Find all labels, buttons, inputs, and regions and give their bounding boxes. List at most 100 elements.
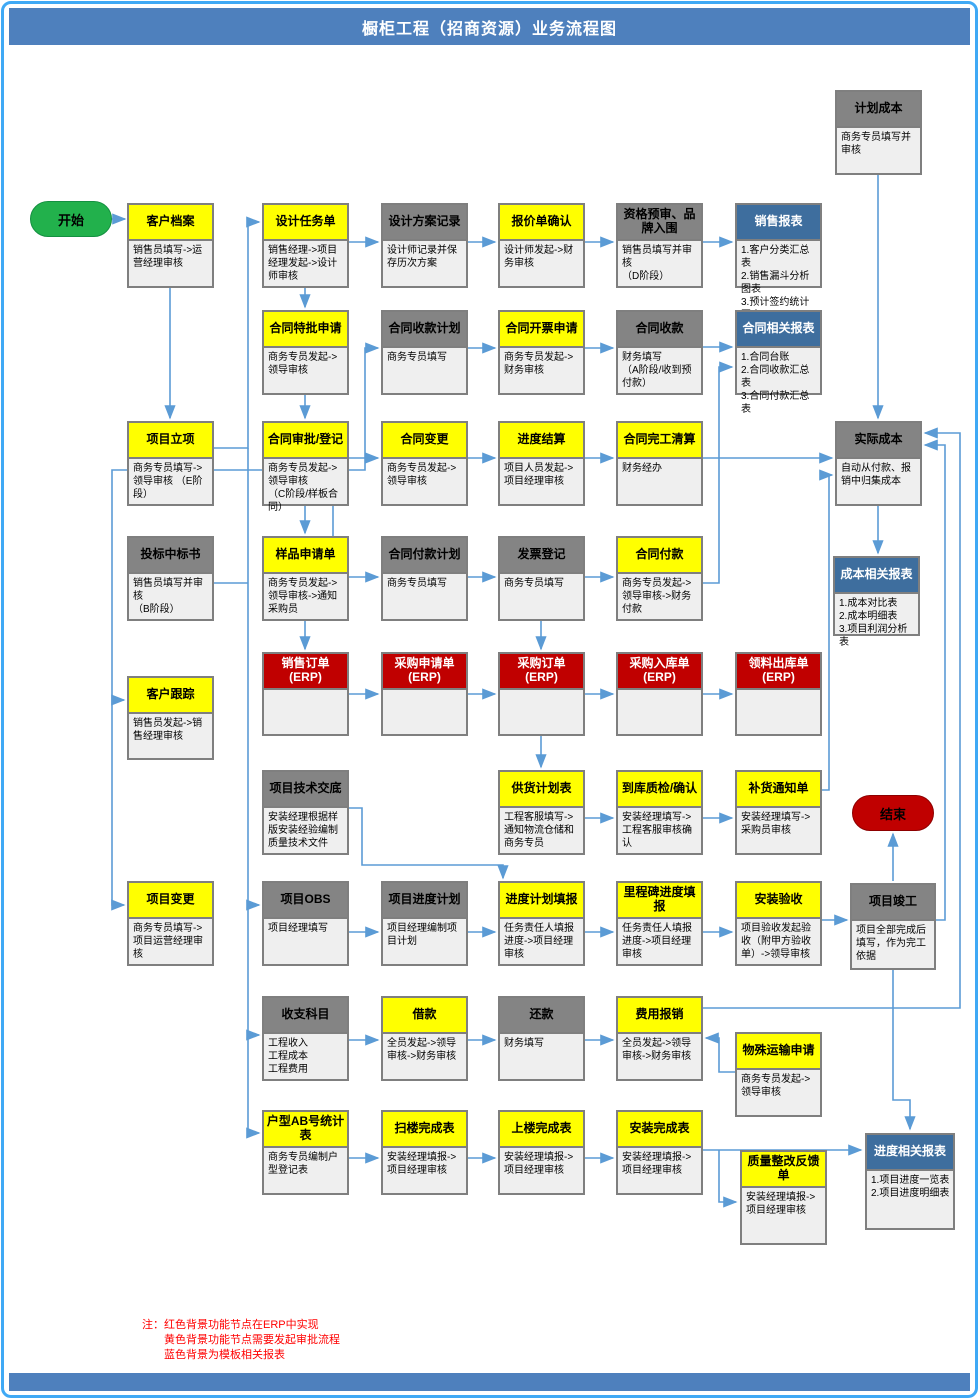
node-header: 合同变更	[383, 423, 466, 459]
node-quote-confirm: 报价单确认设计师发起->财务审核	[498, 203, 585, 288]
node-purchase-order-erp: 采购订单 (ERP)	[498, 652, 585, 736]
node-header: 扫楼完成表	[383, 1112, 466, 1148]
node-body: 商务专员填写并审核	[841, 132, 911, 156]
node-replenish-notice: 补货通知单安装经理填写->采购员审核	[735, 770, 822, 855]
node-body: 1.项目进度一览表 2.项目进度明细表	[871, 1175, 950, 1199]
node-body: 设计师发起->财务审核	[504, 245, 574, 269]
node-body: 财务经办	[622, 463, 662, 474]
node-contract-receipt-plan: 合同收款计划商务专员填写	[381, 310, 468, 395]
node-project-change: 项目变更商务专员填写->项目运营经理审核	[127, 881, 214, 966]
node-body: 商务专员发起->领导审核->通知采购员	[268, 578, 338, 615]
node-header: 样品申请单	[264, 538, 347, 574]
title-bar: 橱柜工程（招商资源）业务流程图	[9, 8, 970, 45]
node-contract-approval-register: 合同审批/登记商务专员发起->领导审核 （C阶段/样板合同）	[262, 421, 349, 513]
node-loan: 借款全员发起->领导审核->财务审核	[381, 996, 468, 1081]
node-header: 设计任务单	[264, 205, 347, 241]
node-body: 任务责任人填报进度->项目经理审核	[622, 923, 692, 960]
node-contract-payment-plan: 合同付款计划商务专员填写	[381, 536, 468, 621]
node-contract-receipt: 合同收款财务填写 （A阶段/收到预付款）	[616, 310, 703, 395]
legend-note-line: 红色背景功能节点在ERP中实现	[164, 1319, 319, 1331]
node-body: 安装经理填报->项目经理审核	[746, 1192, 816, 1216]
node-header: 项目技术交底	[264, 772, 347, 808]
node-body: 商务专员发起->领导审核 （C阶段/样板合同）	[268, 463, 338, 513]
node-header: 领料出库单 (ERP)	[737, 654, 820, 690]
node-header: 供货计划表	[500, 772, 583, 808]
node-upstairs-complete: 上楼完成表安装经理填报->项目经理审核	[498, 1110, 585, 1195]
node-body: 商务专员填写->项目运营经理审核	[133, 923, 203, 960]
node-progress-plan-report: 进度计划填报任务责任人填报进度->项目经理审核	[498, 881, 585, 966]
node-contract-invoice-apply: 合同开票申请商务专员发起->财务审核	[498, 310, 585, 395]
node-purchase-request-erp: 采购申请单 (ERP)	[381, 652, 468, 736]
node-customer-tracking: 客户跟踪销售员发起->销售经理审核	[127, 676, 214, 760]
node-body	[500, 690, 583, 734]
node-body: 任务责任人填报进度->项目经理审核	[504, 923, 574, 960]
node-body: 销售员填写并审核 （D阶段）	[622, 245, 692, 282]
node-prequalify-brand: 资格预审、品牌入围销售员填写并审核 （D阶段）	[616, 203, 703, 288]
node-header: 收支科目	[264, 998, 347, 1034]
node-body: 销售员填写->运营经理审核	[133, 245, 203, 269]
node-body: 安装经理根据样版安装经验编制质量技术文件	[268, 812, 338, 849]
node-design-plan-record: 设计方案记录设计师记录并保存历次方案	[381, 203, 468, 288]
node-header: 安装验收	[737, 883, 820, 919]
legend-note-prefix: 注：	[142, 1319, 164, 1331]
node-body: 销售员发起->销售经理审核	[133, 718, 203, 742]
node-body: 工程收入 工程成本 工程费用	[268, 1038, 308, 1075]
node-header: 上楼完成表	[500, 1112, 583, 1148]
node-expense-reimburse: 费用报销全员发起->领导审核->财务审核	[616, 996, 703, 1081]
bottom-bar	[9, 1373, 970, 1391]
node-quality-rectify-feedback: 质量整改反馈单安装经理填报->项目经理审核	[740, 1150, 827, 1245]
node-install-complete: 安装完成表安装经理填报->项目经理审核	[616, 1110, 703, 1195]
node-body	[383, 690, 466, 734]
node-header: 客户档案	[129, 205, 212, 241]
node-body: 商务专员发起->财务审核	[504, 352, 574, 376]
node-body: 商务专员发起->领导审核	[741, 1074, 811, 1098]
node-body: 项目验收发起验收（附甲方验收单）->领导审核	[741, 923, 811, 960]
node-header: 户型AB号统计表	[264, 1112, 347, 1148]
node-body: 财务填写	[504, 1038, 544, 1049]
node-header: 借款	[383, 998, 466, 1034]
legend-note-line: 黄色背景功能节点需要发起审批流程	[164, 1333, 340, 1346]
node-header: 成本相关报表	[835, 558, 918, 594]
node-purchase-inbound-erp: 采购入库单 (ERP)	[616, 652, 703, 736]
node-header: 合同付款计划	[383, 538, 466, 574]
node-actual-cost: 实际成本自动从付款、报销中归集成本	[835, 421, 922, 506]
node-material-outbound-erp: 领料出库单 (ERP)	[735, 652, 822, 736]
node-body: 商务专员填写	[387, 578, 447, 589]
node-sweep-floor-complete: 扫楼完成表安装经理填报->项目经理审核	[381, 1110, 468, 1195]
node-header: 资格预审、品牌入围	[618, 205, 701, 241]
node-body: 商务专员填写	[387, 352, 447, 363]
node-end: 结束	[852, 795, 934, 831]
node-body	[618, 690, 701, 734]
node-body: 设计师记录并保存历次方案	[387, 245, 457, 269]
node-body: 安装经理填写->采购员审核	[741, 812, 811, 836]
node-body: 商务专员发起->领导审核	[268, 352, 338, 376]
node-contract-completion-settle: 合同完工清算财务经办	[616, 421, 703, 506]
node-body: 财务填写 （A阶段/收到预付款）	[622, 352, 692, 389]
node-header: 合同完工清算	[618, 423, 701, 459]
node-progress-settlement: 进度结算项目人员发起->项目经理审核	[498, 421, 585, 506]
node-installation-acceptance: 安装验收项目验收发起验收（附甲方验收单）->领导审核	[735, 881, 822, 966]
node-body: 工程客服填写->通知物流仓储和商务专员	[504, 812, 574, 849]
node-arrival-qc: 到库质检/确认安装经理填写->工程客服审核确认	[616, 770, 703, 855]
legend-note-lines: 红色背景功能节点在ERP中实现黄色背景功能节点需要发起审批流程蓝色背景为模板相关…	[164, 1318, 340, 1363]
node-body: 1.成本对比表 2.成本明细表 3.项目利润分析表	[839, 598, 908, 648]
node-sales-order-erp: 销售订单 (ERP)	[262, 652, 349, 736]
node-housetype-ab-stats: 户型AB号统计表商务专员编制户型登记表	[262, 1110, 349, 1195]
node-header: 合同收款计划	[383, 312, 466, 348]
node-body: 安装经理填报->项目经理审核	[622, 1152, 692, 1176]
node-header: 里程碑进度填报	[618, 883, 701, 919]
node-header: 采购申请单 (ERP)	[383, 654, 466, 690]
node-header: 进度计划填报	[500, 883, 583, 919]
node-body: 商务专员编制户型登记表	[268, 1152, 338, 1176]
node-body: 全员发起->领导审核->财务审核	[387, 1038, 457, 1062]
node-body: 商务专员填写	[504, 578, 564, 589]
node-body: 销售经理->项目经理发起->设计师审核	[268, 245, 338, 282]
node-customer-file: 客户档案销售员填写->运营经理审核	[127, 203, 214, 288]
node-project-schedule-plan: 项目进度计划项目经理编制项目计划	[381, 881, 468, 966]
node-header: 合同特批申请	[264, 312, 347, 348]
node-invoice-register: 发票登记商务专员填写	[498, 536, 585, 621]
node-project-initiation: 项目立项商务专员填写->领导审核 （E阶段）	[127, 421, 214, 506]
node-header: 质量整改反馈单	[742, 1152, 825, 1188]
